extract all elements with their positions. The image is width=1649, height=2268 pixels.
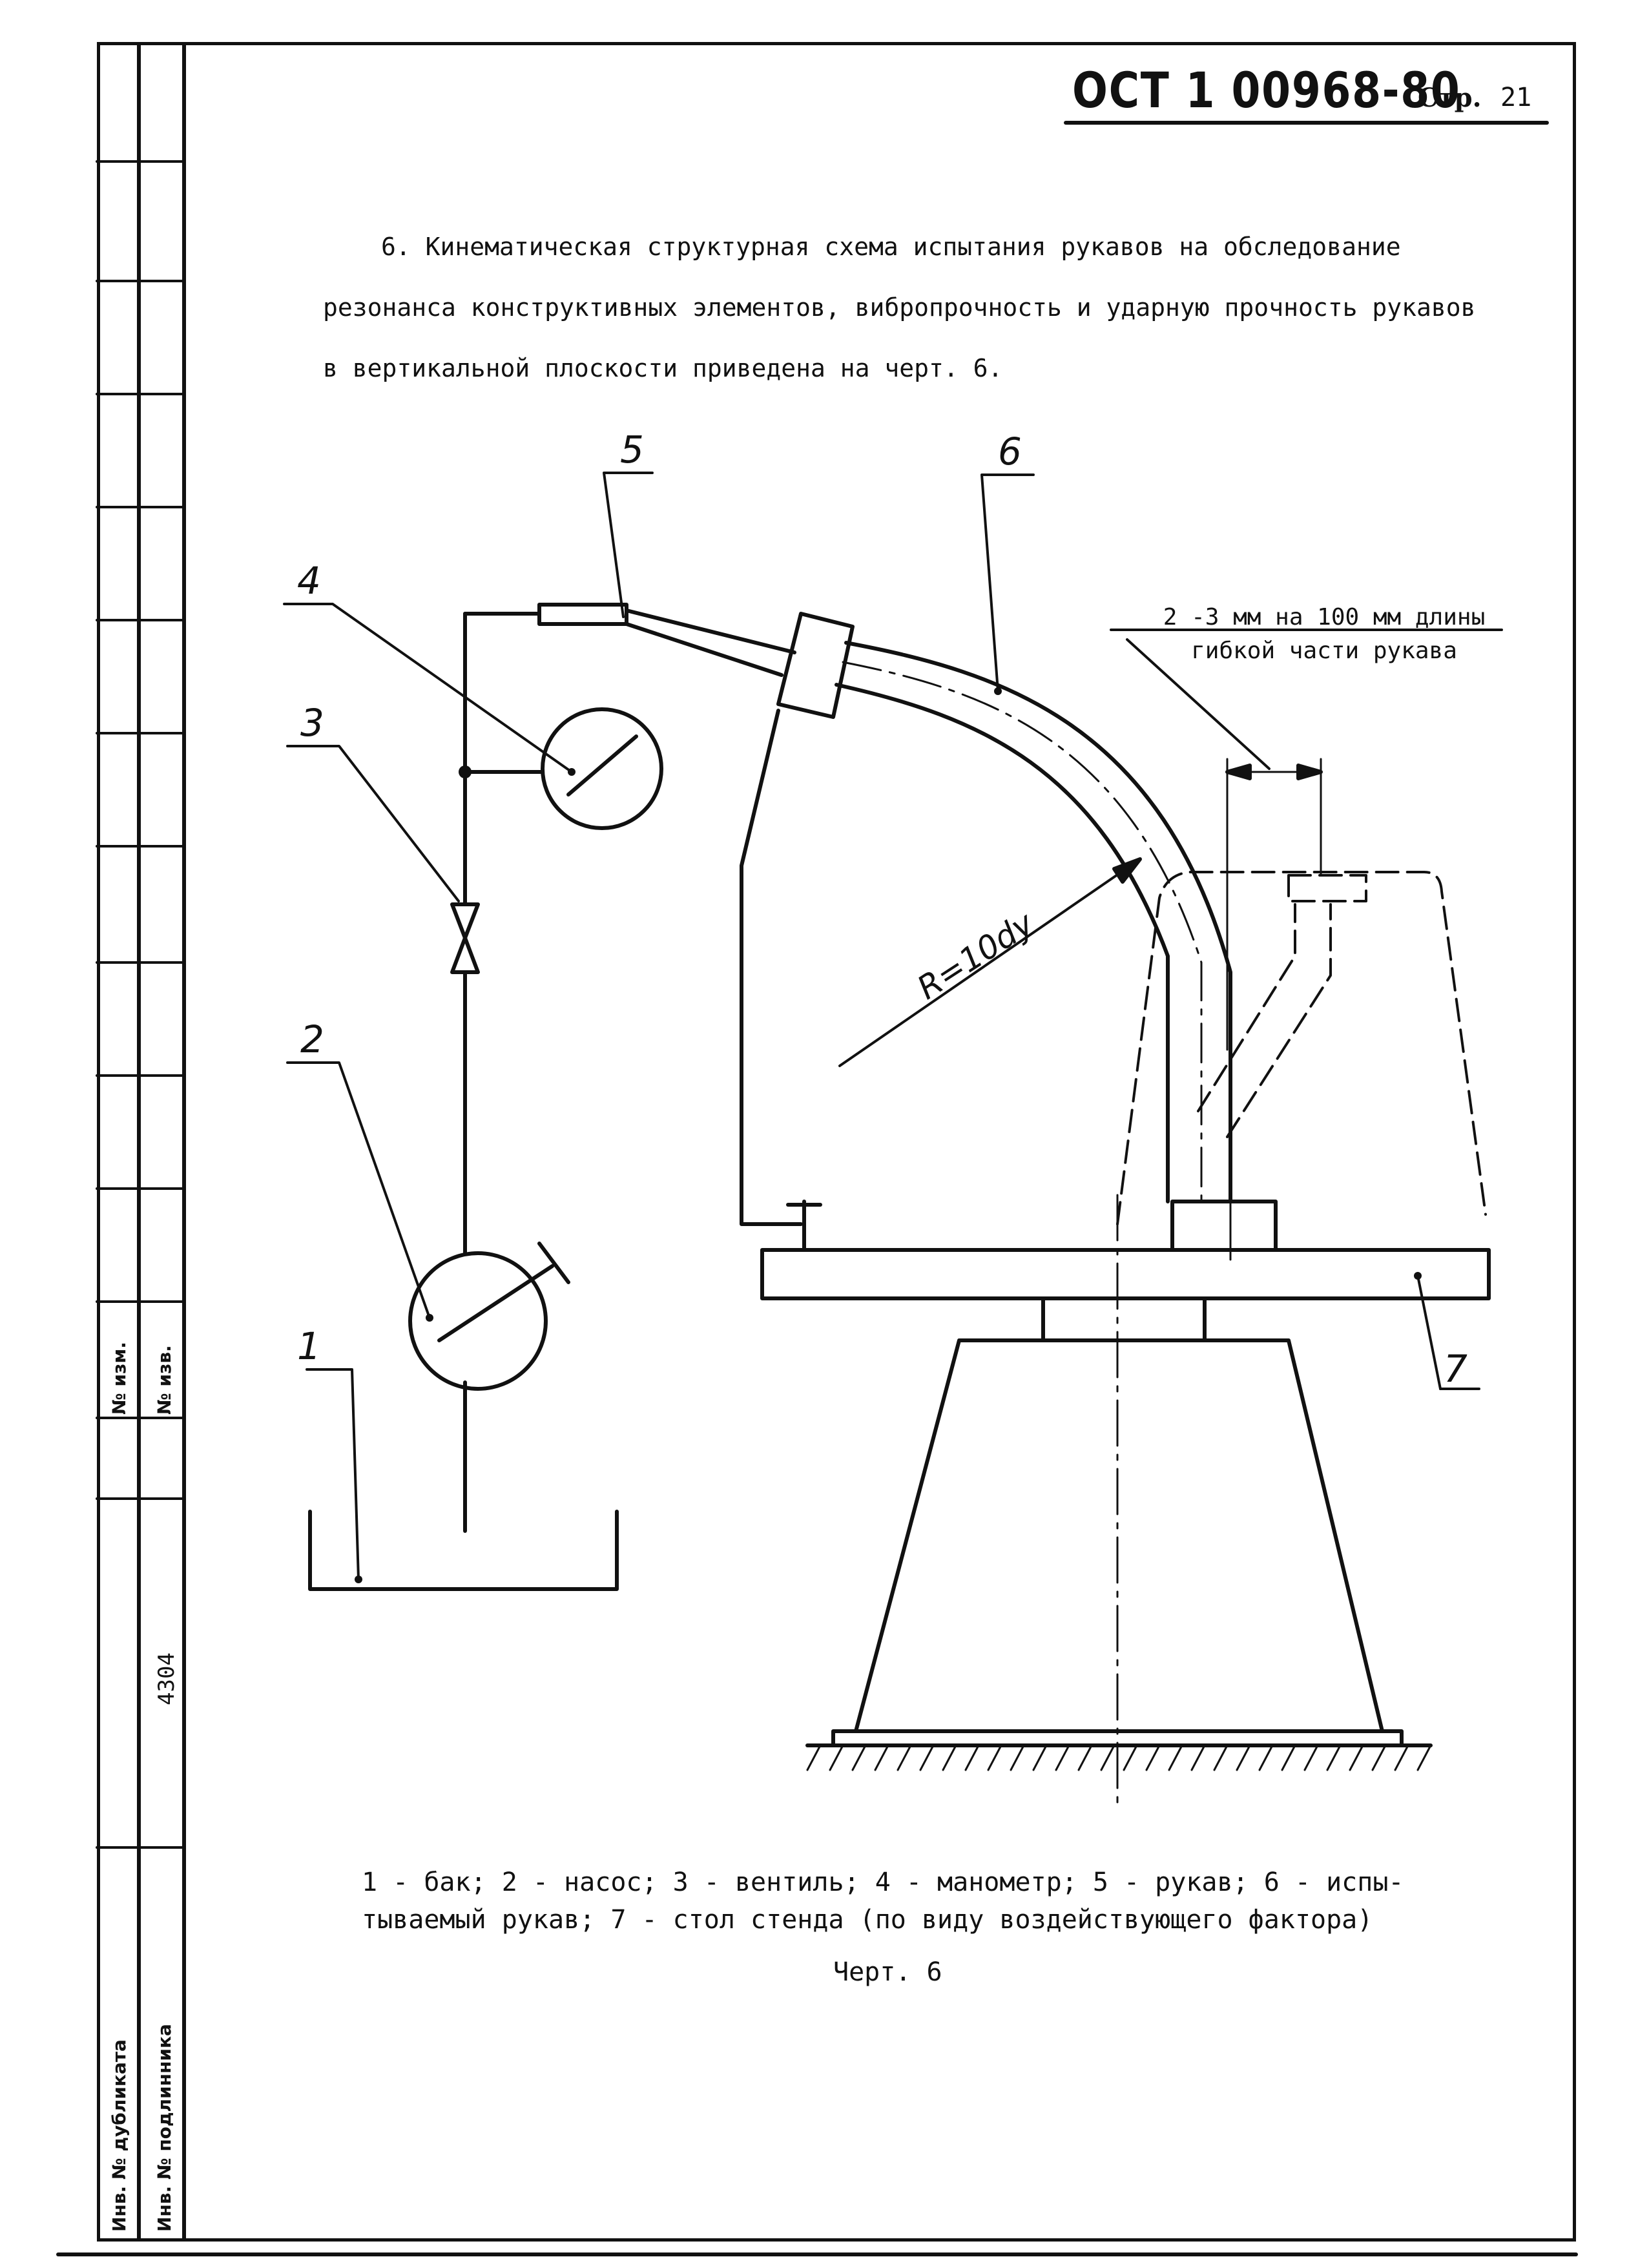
hose-end-fitting — [1170, 1200, 1278, 1252]
tested-hose-inner — [835, 683, 1170, 1203]
figure-caption: 1 - бак; 2 - насос; 3 - вентиль; 4 - ман… — [362, 1864, 1511, 1939]
callout-5: 5 — [620, 428, 644, 472]
leader-6-dot — [994, 687, 1002, 695]
callout-7: 7 — [1444, 1347, 1468, 1391]
leader-1 — [306, 1368, 360, 1581]
stamp-change-no: № изм. — [109, 1342, 130, 1415]
pump-circle — [408, 1251, 548, 1391]
figure-label: Черт. 6 — [833, 1957, 942, 1987]
gauge-circle — [541, 707, 663, 830]
stand-base — [854, 1338, 1384, 1733]
deflection-note-line-1: 2 -3 мм на 100 мм длины — [1163, 604, 1486, 630]
tee-junction-dot — [459, 765, 472, 778]
body-paragraph: 6. Кинематическая структурная схема испы… — [323, 216, 1537, 399]
hose-fitting — [776, 612, 855, 719]
leader-7-lower — [1416, 1274, 1442, 1390]
pump-pivot-dot — [426, 1314, 433, 1322]
hose-centerline — [842, 661, 1203, 1203]
tested-hose-outer — [844, 641, 1232, 1203]
deflection-note-line-2: гибкой части рукава — [1191, 638, 1457, 664]
leader-7-dot — [1414, 1272, 1422, 1280]
stamp-notice-no: № изв. — [154, 1345, 175, 1415]
leader-4 — [283, 603, 573, 773]
stamp-inventory-number: 4304 — [154, 1652, 180, 1705]
pump-handle — [537, 1242, 570, 1284]
standard-number: ОСТ 1 00968-80 — [1072, 61, 1461, 119]
hose-nozzle — [537, 603, 628, 626]
dim-arrow-right — [1296, 764, 1323, 780]
page-frame — [97, 42, 1576, 2242]
leader-3 — [286, 745, 460, 902]
body-line-1: 6. Кинематическая структурная схема испы… — [381, 233, 1401, 261]
gauge-needle — [566, 734, 638, 796]
callout-6: 6 — [998, 430, 1022, 473]
caption-line-2: тываемый рукав; 7 - стол стенда (по виду… — [362, 1905, 1373, 1935]
page-number: 21 — [1500, 83, 1532, 112]
page-label: Стр. — [1418, 83, 1482, 113]
valve-lower-triangle — [450, 936, 480, 974]
radius-arrow-line — [838, 858, 1141, 1067]
ground-hatch — [806, 1744, 1432, 1771]
valve-upper-triangle — [450, 902, 480, 940]
callout-3: 3 — [300, 701, 324, 745]
stand-table — [760, 1248, 1491, 1300]
hose-bracket — [740, 709, 803, 1226]
note-leader — [1126, 638, 1270, 770]
radius-arrow-head — [1112, 857, 1142, 884]
leader-5 — [603, 472, 654, 618]
stamp-duplicate-label: Инв. № дубликата — [109, 2039, 130, 2232]
callout-2: 2 — [300, 1017, 324, 1061]
hose-lower-edge — [625, 622, 783, 677]
dim-arrow-left — [1225, 764, 1252, 780]
deflection-note: 2 -3 мм на 100 мм длины гибкой части рук… — [1124, 601, 1524, 668]
gauge-pivot-dot — [568, 768, 576, 776]
stamp-original-label: Инв. № подлинника — [154, 2024, 175, 2232]
body-line-2: резонанса конструктивных элементов, вибр… — [323, 293, 1476, 322]
leader-1-dot — [355, 1576, 362, 1583]
stamp-cells — [96, 160, 185, 1849]
deflected-position — [1116, 871, 1487, 1225]
leader-2 — [286, 1061, 431, 1319]
body-line-3: в вертикальной плоскости приведена на че… — [323, 354, 1003, 382]
callout-4: 4 — [297, 559, 321, 603]
hose-upper-edge — [625, 609, 796, 654]
leader-6 — [980, 473, 1035, 692]
tank-outline — [308, 1510, 619, 1591]
pump-needle — [437, 1264, 554, 1342]
caption-line-1: 1 - бак; 2 - насос; 3 - вентиль; 4 - ман… — [362, 1867, 1404, 1897]
callout-1: 1 — [297, 1324, 321, 1368]
table-neck — [1041, 1296, 1207, 1342]
